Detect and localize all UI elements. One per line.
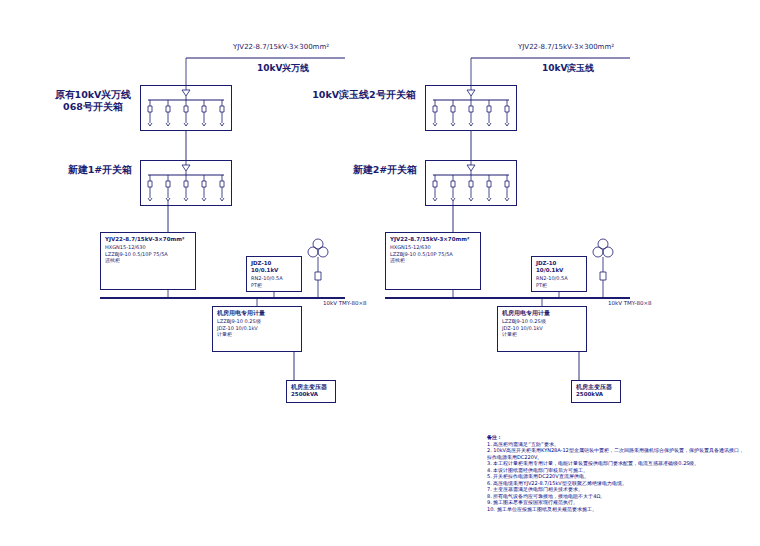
- equipment-spec: LZZBJ9-10 0.2S级: [502, 318, 582, 325]
- left-system: [100, 58, 345, 306]
- note-line: 10. 施工单位应按施工图纸及相关规范要求施工。: [487, 506, 745, 513]
- cabinet-heading: YJV22-8.7/15kV-3×70mm²: [105, 236, 191, 243]
- equipment-spec: 进线柜: [105, 257, 191, 264]
- cabinet-heading: JDZ-10 10/0.1kV: [251, 260, 297, 274]
- cabinet-box: 机房用电专用计量LZZBJ9-10 0.2S级JDZ-10 10/0.1kV计量…: [497, 306, 587, 352]
- note-line: 7. 主变压器需满足供电部门相关技术要求。: [487, 486, 745, 493]
- equipment-spec: JDZ-10 10/0.1kV: [502, 325, 582, 332]
- cabinet-heading: YJV22-8.7/15kV-3×70mm²: [390, 236, 476, 243]
- cable-connector: [168, 206, 169, 232]
- equipment-spec: JDZ-10 10/0.1kV: [217, 325, 297, 332]
- switchgear-box: 新建1#开关箱: [140, 160, 232, 206]
- busbar-label: 10kV TMY-80×8: [322, 300, 368, 306]
- note-line: 9. 施工图未尽事宜按国家现行规范执行。: [487, 499, 745, 506]
- cabinet-box: 机房主变压器 2500kVA: [571, 380, 621, 403]
- line-name: 10kV滨玉线: [541, 62, 595, 75]
- equipment-spec: 进线柜: [390, 257, 476, 264]
- cabinet-heading: 机房用电专用计量: [502, 310, 582, 317]
- equipment-spec: HXGN15-12/630: [390, 244, 476, 251]
- note-line: 2. 10kV高压开关柜采用KYN28A-12型金属铠装中置柜，二次回路采用微机…: [487, 447, 745, 460]
- note-line: 1. 高压柜均需满足“五防”要求。: [487, 441, 745, 448]
- cabinet-heading: JDZ-10 10/0.1kV: [536, 260, 582, 274]
- cable-connector: [579, 352, 580, 380]
- note-line: 4. 本设计图纸需经供电部门审核后方可施工。: [487, 467, 745, 474]
- equipment-spec: LZZBJ9-10 0.5/10P 75/5A: [105, 251, 191, 258]
- cable-connector: [294, 352, 295, 380]
- note-line: 8. 所有电气设备均应可靠接地，接地电阻不大于4Ω。: [487, 493, 745, 500]
- cabinet-heading: 机房用电专用计量: [217, 310, 297, 317]
- cabinet-box: YJV22-8.7/15kV-3×70mm²HXGN15-12/630LZZBJ…: [385, 232, 481, 290]
- equipment-spec: RN2-10/0.5A: [536, 275, 582, 282]
- cabinet-heading: 机房主变压器 2500kVA: [291, 384, 331, 398]
- line-name: 10kV兴万线: [256, 62, 310, 75]
- note-line: 3. 本工程计量柜采用专用计量，电能计量装置按供电部门要求配置，电流互感器准确级…: [487, 460, 745, 467]
- switchgear-name: 新建2#开关箱: [350, 164, 420, 176]
- cabinet-box: JDZ-10 10/0.1kVRN2-10/0.5APT柜: [246, 256, 302, 292]
- note-line: 5. 开关柜操作电源采用DC220V直流屏供电。: [487, 473, 745, 480]
- cabinet-box: 机房主变压器 2500kVA: [286, 380, 336, 403]
- equipment-spec: PT柜: [251, 282, 297, 289]
- equipment-spec: 计量柜: [217, 331, 297, 338]
- notes-block: 备注：1. 高压柜均需满足“五防”要求。2. 10kV高压开关柜采用KYN28A…: [487, 434, 745, 512]
- equipment-spec: RN2-10/0.5A: [251, 275, 297, 282]
- equipment-spec: HXGN15-12/630: [105, 244, 191, 251]
- cabinet-box: JDZ-10 10/0.1kVRN2-10/0.5APT柜: [531, 256, 587, 292]
- cable-spec: YJV22-8.7/15kV-3×300mm²: [517, 43, 615, 51]
- equipment-spec: 计量柜: [502, 331, 582, 338]
- cable-connector: [471, 131, 472, 160]
- switchgear-name: 10kV滨玉线2号开关箱: [308, 89, 420, 101]
- equipment-spec: LZZBJ9-10 0.5/10P 75/5A: [390, 251, 476, 258]
- cable-connector: [453, 206, 454, 232]
- note-line: 6. 高压电缆采用YJV22-8.7/15kV型交联聚乙烯绝缘电力电缆。: [487, 480, 745, 487]
- cabinet-heading: 机房主变压器 2500kVA: [576, 384, 616, 398]
- cable-connector: [186, 131, 187, 160]
- right-system: [385, 58, 630, 306]
- equipment-spec: LZZBJ9-10 0.2S级: [217, 318, 297, 325]
- cable-spec: YJV22-8.7/15kV-3×300mm²: [232, 43, 330, 51]
- switchgear-box: 新建2#开关箱: [425, 160, 517, 206]
- switchgear-box: 原有10kV兴万线068号开关箱: [140, 85, 232, 131]
- switchgear-box: 10kV滨玉线2号开关箱: [425, 85, 517, 131]
- cabinet-box: YJV22-8.7/15kV-3×70mm²HXGN15-12/630LZZBJ…: [100, 232, 196, 290]
- switchgear-name: 新建1#开关箱: [65, 164, 135, 176]
- notes-heading: 备注：: [487, 434, 745, 441]
- equipment-spec: PT柜: [536, 282, 582, 289]
- switchgear-name: 原有10kV兴万线068号开关箱: [51, 89, 135, 113]
- busbar-label: 10kV TMY-80×8: [607, 300, 653, 306]
- cabinet-box: 机房用电专用计量LZZBJ9-10 0.2S级JDZ-10 10/0.1kV计量…: [212, 306, 302, 352]
